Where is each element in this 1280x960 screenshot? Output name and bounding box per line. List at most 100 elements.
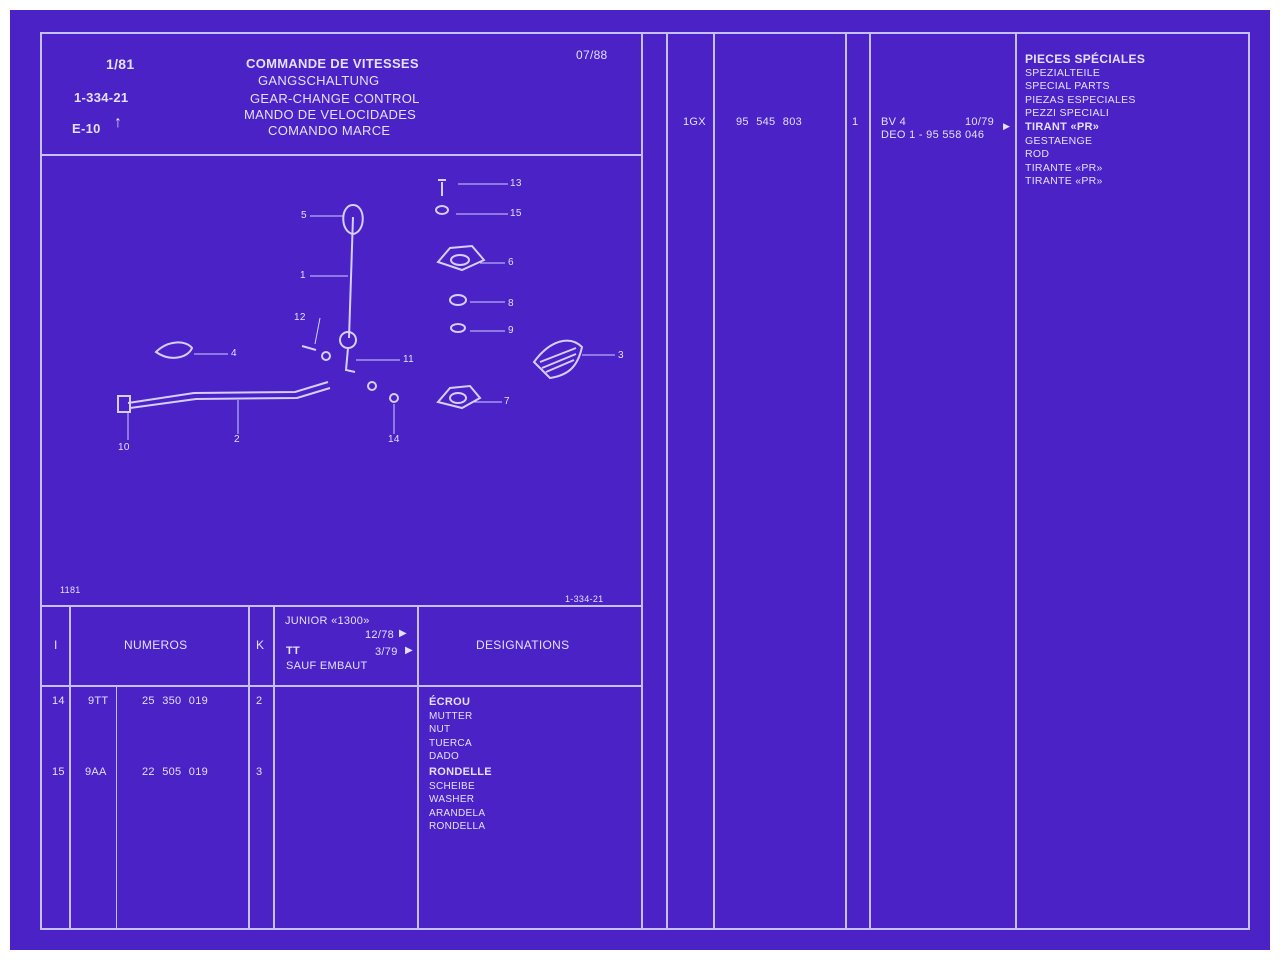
designation-es: ARANDELA xyxy=(429,807,486,819)
applicability-model: TT xyxy=(286,645,301,657)
callout-label: 2 xyxy=(234,434,240,445)
table-top-rule xyxy=(40,605,642,607)
boot-part xyxy=(532,339,584,380)
row-part-number: 25 350 019 xyxy=(142,695,209,707)
row-quantity: 2 xyxy=(256,695,263,707)
row-part-number: 22 505 019 xyxy=(142,766,209,778)
special-title-de: SPEZIALTEILE xyxy=(1025,66,1101,79)
header-rule xyxy=(40,154,642,156)
arrow-right-icon: ▶ xyxy=(399,628,407,639)
title-italian: COMANDO MARCE xyxy=(268,123,391,138)
callout-label: 15 xyxy=(510,208,522,219)
callout-label: 11 xyxy=(403,354,414,365)
frame-top xyxy=(40,32,1250,34)
table-header-rule xyxy=(40,685,642,687)
column-header-index: I xyxy=(54,638,58,652)
frame-left xyxy=(40,32,42,930)
callout-label: 5 xyxy=(301,210,307,221)
title-german: GANGSCHALTUNG xyxy=(258,73,380,88)
issue-date: 07/88 xyxy=(576,48,608,62)
rod-part xyxy=(127,381,329,404)
special-model: BV 4 xyxy=(881,116,907,128)
arrow-right-icon: ▶ xyxy=(405,645,413,656)
table-column-rule xyxy=(248,605,250,930)
arrow-right-icon: ▶ xyxy=(1003,121,1011,131)
designation-de: SCHEIBE xyxy=(429,780,476,792)
designation-fr: ÉCROU xyxy=(429,696,471,708)
callout-label: 14 xyxy=(388,434,400,445)
special-title-es: PIEZAS ESPECIALES xyxy=(1025,93,1136,106)
up-arrow-icon: ↑ xyxy=(114,114,123,131)
special-part-fr: TIRANT «PR» xyxy=(1025,120,1100,133)
special-part-en: ROD xyxy=(1025,148,1050,161)
screw-part xyxy=(301,345,317,351)
designation-de: MUTTER xyxy=(429,710,473,722)
designation-it: RONDELLA xyxy=(429,821,486,833)
special-part-number: 95 545 803 xyxy=(736,116,803,128)
exploded-diagram xyxy=(117,179,615,440)
diagram-footer-left: 1181 xyxy=(60,585,81,595)
special-title-block: PIECES SPÉCIALES SPEZIALTEILE SPECIAL PA… xyxy=(1025,52,1146,189)
table-column-rule xyxy=(116,685,117,930)
row-code: 9AA xyxy=(85,766,107,778)
callout-label: 10 xyxy=(118,442,130,453)
callout-label: 8 xyxy=(508,298,514,309)
special-title-fr: PIECES SPÉCIALES xyxy=(1025,52,1146,66)
column-header-designations: DESIGNATIONS xyxy=(476,638,570,652)
clevis-part xyxy=(117,395,131,413)
callout-label: 3 xyxy=(618,350,624,361)
row-quantity: 3 xyxy=(256,766,263,778)
section-code: 1-334-21 xyxy=(74,90,129,105)
column-rule xyxy=(1015,32,1017,930)
column-rule xyxy=(641,32,643,930)
designation-fr: RONDELLE xyxy=(429,766,492,778)
special-code: 1GX xyxy=(683,116,706,128)
applicability-date: 12/78 xyxy=(365,629,395,641)
column-rule xyxy=(666,32,668,930)
callout-label: 4 xyxy=(231,348,237,359)
title-spanish: MANDO DE VELOCIDADES xyxy=(244,107,417,122)
gear-lever-part xyxy=(348,216,354,339)
special-date: 10/79 xyxy=(965,116,995,128)
callout-label: 12 xyxy=(294,312,306,323)
column-rule xyxy=(869,32,871,930)
row-designations: RONDELLE SCHEIBE WASHER ARANDELA RONDELL… xyxy=(429,766,492,834)
applicability-date: 3/79 xyxy=(375,646,398,658)
table-column-rule xyxy=(417,605,419,930)
column-header-k: K xyxy=(256,638,265,652)
special-part-es: TIRANTE «PR» xyxy=(1025,161,1103,174)
frame-bottom xyxy=(40,928,1250,930)
special-title-it: PEZZI SPECIALI xyxy=(1025,107,1110,120)
diagram-footer-right: 1-334-21 xyxy=(565,594,604,604)
designation-it: DADO xyxy=(429,751,460,763)
row-index: 15 xyxy=(52,766,65,778)
page-code: 1/81 xyxy=(106,56,135,72)
callout-label: 7 xyxy=(504,396,510,407)
group-code: E-10 xyxy=(72,121,101,136)
table-column-rule xyxy=(69,605,71,930)
callout-label: 13 xyxy=(510,178,522,189)
table-column-rule xyxy=(273,605,275,930)
callout-label: 6 xyxy=(508,257,514,268)
designation-es: TUERCA xyxy=(429,737,472,749)
catalogue-sheet: 1/81 1-334-21 E-10 ↑ 07/88 COMMANDE DE V… xyxy=(10,10,1270,950)
grommet-part xyxy=(154,341,194,359)
screw-part xyxy=(438,179,446,196)
special-part-it: TIRANTE «PR» xyxy=(1025,175,1103,188)
title-english: GEAR-CHANGE CONTROL xyxy=(250,91,420,106)
washer-part xyxy=(449,294,467,306)
designation-en: NUT xyxy=(429,724,451,736)
column-header-numbers: NUMEROS xyxy=(124,638,188,652)
plate-part xyxy=(436,384,482,410)
column-rule xyxy=(713,32,715,930)
callout-label: 9 xyxy=(508,325,514,336)
frame-right xyxy=(1248,32,1250,930)
row-designations: ÉCROU MUTTER NUT TUERCA DADO xyxy=(429,696,472,764)
callout-label: 1 xyxy=(300,270,306,281)
applicability-note: SAUF EMBAUT xyxy=(286,660,368,672)
washer-part xyxy=(450,323,466,333)
title-french: COMMANDE DE VITESSES xyxy=(246,56,419,71)
column-rule xyxy=(845,32,847,930)
special-part-de: GESTAENGE xyxy=(1025,134,1093,147)
washer-part xyxy=(435,205,449,215)
